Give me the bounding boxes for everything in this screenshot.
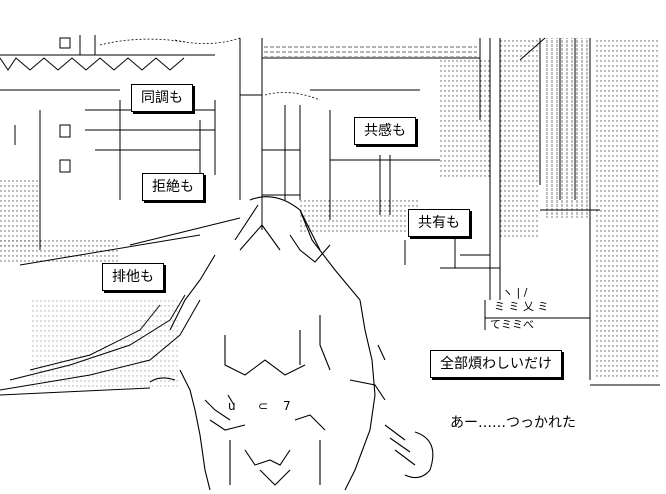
bubble-zenbu: 全部煩わしいだけ [430, 350, 562, 378]
sign-glyphs: ヽ | / ミ ミ 乂 ミ てミミべ [490, 286, 549, 331]
svg-text:u: u [228, 399, 236, 413]
steps [404, 240, 590, 330]
bubble-kyouyuu: 共有も [408, 209, 470, 237]
bubble-kyozetsu: 拒絶も [142, 173, 204, 201]
svg-text:⊂: ⊂ [258, 399, 268, 413]
sign-text-2: ミ ミ 乂 ミ [494, 300, 549, 313]
caption-tsukareta: あー……つっかれた [450, 412, 576, 432]
sign-text-1: ヽ | / [502, 286, 528, 299]
bubble-kyoukan: 共感も [354, 117, 416, 145]
character-figure: u ⊂ 7 [149, 196, 434, 491]
building-texture [0, 38, 660, 390]
overhead-wires [99, 37, 321, 101]
bubble-haita: 排他も [102, 263, 164, 291]
sign-text-3: てミミべ [490, 318, 534, 331]
svg-text:7: 7 [283, 399, 291, 413]
bubble-douchou: 同調も [131, 84, 193, 112]
